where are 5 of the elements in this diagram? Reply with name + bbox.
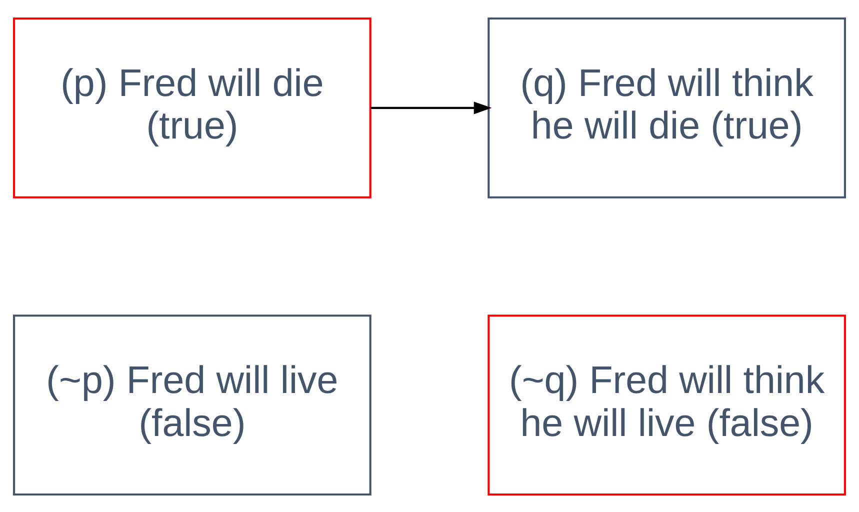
node-box: (p) Fred will die (true) [13, 16, 372, 198]
node-box: (~q) Fred will think he will live (false) [488, 314, 846, 496]
node-box: (q) Fred will think he will die (true) [488, 16, 846, 198]
arrow [370, 101, 492, 114]
node-box: (~p) Fred will live (false) [13, 314, 372, 496]
